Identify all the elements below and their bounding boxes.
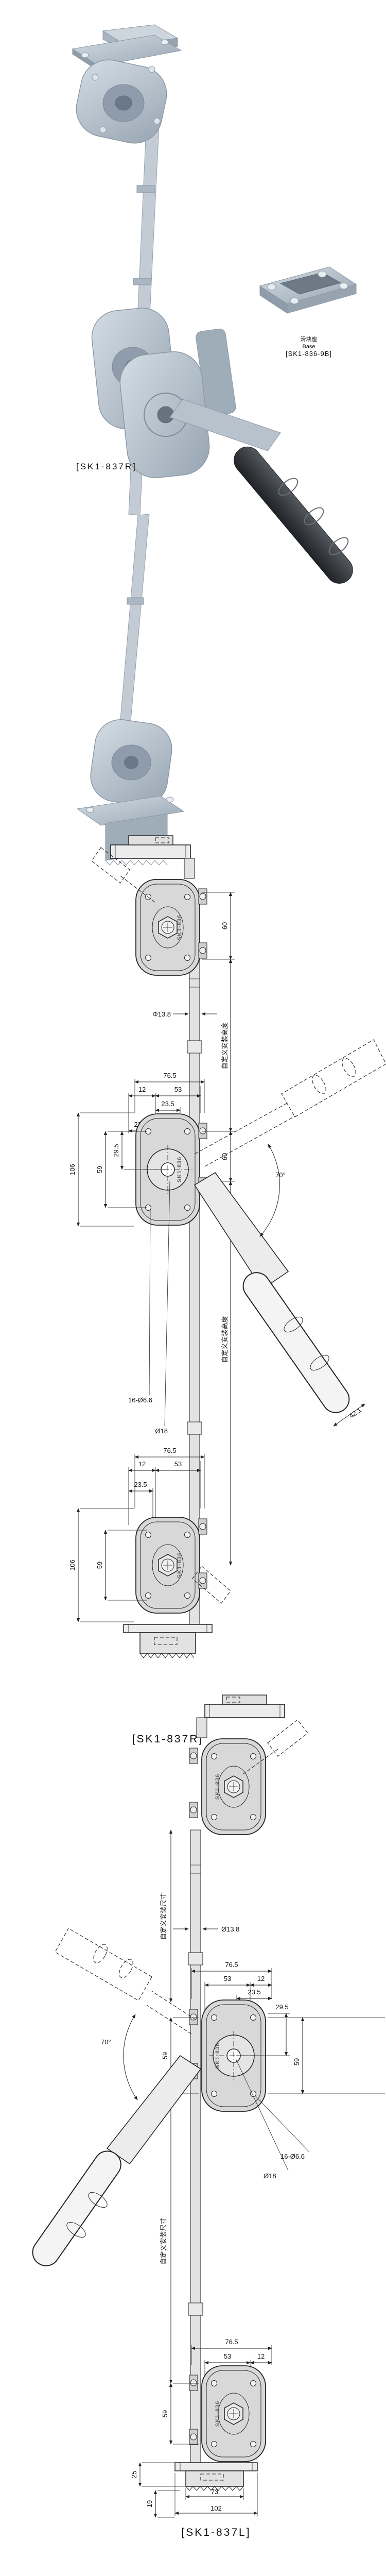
dim-bot-765: 76.5 [225,2338,238,2346]
drawing-r-label: [SK1-837R] [132,1733,204,1745]
base-name-zh: 滑块座 [300,336,318,343]
dim-mid-295: 29.5 [275,2003,288,2011]
dim-base-19: 19 [146,2500,153,2507]
dim-install-top: 自定义安装尺寸 [160,1893,167,1940]
dim-mid-235a: 23.5 [161,1100,174,1108]
cam-marking: SK1-836 [215,2043,221,2069]
handle-phantom-stub [91,847,130,884]
bottom-cam-view [189,2365,266,2462]
dim-60-top: 60 [221,922,229,929]
handle-open-phantom [194,1039,386,1167]
dim-mid-59: 59 [96,1166,103,1173]
dim-install-bottom: 自定义安装尺寸 [160,2217,167,2264]
dim-bore: Ø18 [264,2172,276,2180]
handle-closed-view [32,2055,202,2266]
dim-mid-235: 23.5 [248,1988,260,1996]
drawing-sk1-837r: SK1-836 60 Φ13.8 自定义安装高度 76.5 12 53 23.5… [68,835,386,1745]
drawing-sk1-837l: SK1-836 Ø13.8 自定义安装尺寸 76.5 53 12 23.5 SK… [32,1694,385,2538]
dim-base-25: 25 [130,2471,138,2478]
cam-marking: SK1-836 [177,914,183,940]
dim-angle: 70° [275,1171,286,1179]
handle-grip-3d [234,446,353,584]
dim-angle: 70° [101,2038,111,2046]
dim-mid-12: 12 [138,1086,146,1093]
dim-bot-59: 59 [96,1562,103,1569]
dim-mid-295: 29.5 [112,1144,120,1157]
base-part-3d [259,266,357,314]
top-plan-view [196,1694,285,1738]
dim-rod-dia: Ø13.8 [221,1925,239,1933]
dim-bot-53: 53 [174,1460,182,1468]
base-code: [SK1-836-9B] [285,350,332,358]
dim-mid-53: 53 [224,1975,231,1982]
dim-base-73: 73 [211,2488,218,2496]
dim-rod-dia: Φ13.8 [152,1010,171,1018]
bottom-foot-view [123,1624,213,1658]
dim-bot-12: 12 [257,2352,265,2360]
dim-bot-53: 53 [224,2352,231,2360]
cam-marking: SK1-836 [177,1552,183,1578]
dim-bot-106: 106 [68,1560,76,1571]
dim-mid-59r: 59 [293,2058,301,2065]
handle-open-phantom [55,1928,196,2035]
dim-holes: 16-Ø6.6 [128,1396,152,1404]
top-cam-view [91,847,207,976]
photo-assembly-label: [SK1-837R] [76,462,137,471]
cam-marking: SK1-836 [215,2401,221,2427]
top-cam-view [189,1719,308,1835]
base-name-en: Base [302,344,315,350]
dim-handle-width: 42.1 [348,1406,363,1420]
photo-base-label: 滑块座 Base [SK1-836-9B] [268,336,350,358]
dim-bore: Ø18 [155,1427,168,1435]
cam-marking: SK1-836 [215,1774,221,1800]
dim-install-top: 自定义安装高度 [221,1022,229,1069]
dim-bot-12: 12 [138,1460,146,1468]
dim-mid-53: 53 [174,1086,182,1093]
bottom-cam-view [135,1516,231,1614]
dim-base-102: 102 [210,2504,222,2512]
handle-closed-view [194,1172,350,1413]
cam-marking: SK1-836 [177,1157,183,1182]
dim-holes: 16-Ø6.6 [280,2153,305,2160]
dim-mid-59l: 59 [161,2052,169,2059]
dim-bot-765: 76.5 [163,1447,176,1454]
dim-60-mid: 60 [221,1153,229,1160]
dim-mid-106: 106 [68,1164,76,1175]
rod-front-view [190,1829,201,2471]
dim-bot-59: 59 [161,2410,169,2417]
photo-3d-assembly [72,24,357,866]
dim-mid-765: 76.5 [225,1961,238,1969]
drawing-l-label: [SK1-837L] [181,2527,251,2538]
dim-install-bottom: 自定义安装高度 [221,1316,229,1363]
mid-assembly-3d [91,308,353,584]
dim-mid-765: 76.5 [163,1072,176,1079]
dim-mid-12: 12 [257,1975,265,1982]
top-bracket-3d [72,24,182,144]
bottom-foot-view [174,2462,258,2491]
top-plan-view [110,835,195,879]
dim-bot-235: 23.5 [134,1481,147,1488]
